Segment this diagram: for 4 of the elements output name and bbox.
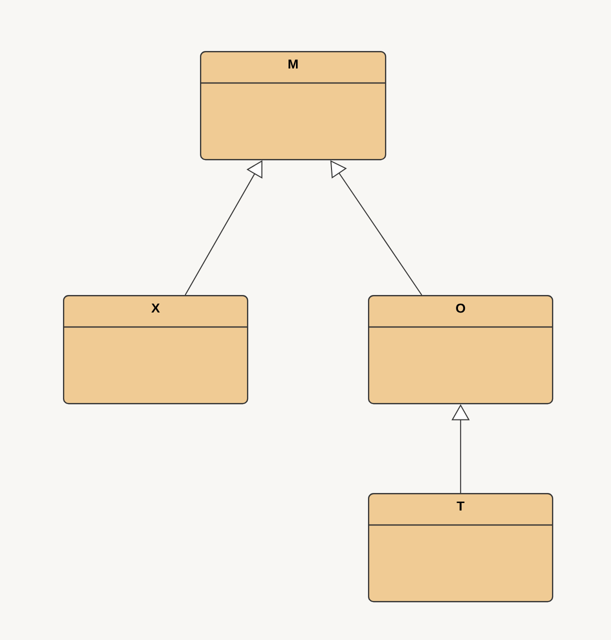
- class-box: O: [368, 295, 554, 404]
- class-box: X: [63, 295, 248, 404]
- class-box: M: [200, 51, 386, 160]
- class-box: T: [368, 493, 554, 602]
